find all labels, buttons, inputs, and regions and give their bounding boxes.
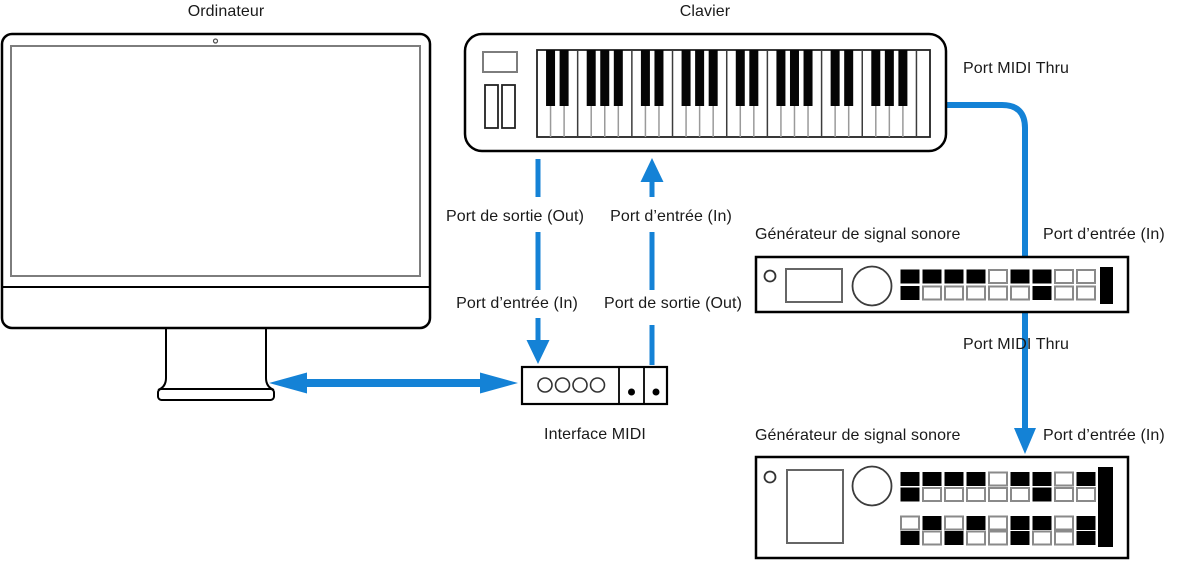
jack-dot-icon [628, 388, 635, 396]
key-bed [536, 49, 931, 138]
computer-screen [10, 45, 421, 277]
computer-stand [265, 329, 275, 391]
mod-wheel [501, 84, 516, 129]
arrowhead-right-icon [480, 372, 518, 394]
jack-dot-icon [652, 388, 660, 396]
generator-2-display [786, 469, 844, 544]
keyboard-display [482, 51, 518, 73]
arrowhead-left-icon [269, 372, 307, 394]
midi-interface-illustration [520, 365, 669, 406]
interface-port-circles [537, 377, 606, 393]
computer-stand-base [157, 388, 275, 401]
port-out-label-bottom: Port de sortie (Out) [603, 295, 743, 312]
midi-thru-cable-generator1-to-generator2 [1014, 313, 1036, 454]
cable-keyboard-out-to-interface-in [526, 159, 550, 364]
generator-2-slider [1098, 467, 1113, 547]
port-out-label-top: Port de sortie (Out) [445, 208, 585, 225]
generator-2-port-in-label: Port d’entrée (In) [1043, 427, 1165, 444]
midi-thru-cable-keyboard-to-generator1 [945, 102, 1028, 256]
led-icon [763, 470, 777, 484]
sound-generator-1-label: Générateur de signal sonore [755, 226, 961, 243]
port-in-label-bottom: Port d’entrée (In) [456, 295, 578, 312]
sound-generator-1-illustration [754, 255, 1130, 314]
port-in-label-top: Port d’entrée (In) [610, 208, 732, 225]
arrowhead-down-icon [526, 340, 550, 364]
arrowhead-up-icon [640, 158, 664, 182]
arrowhead-down-icon [1014, 428, 1036, 454]
knob-icon [851, 465, 893, 507]
computer-stand [157, 329, 167, 391]
cable-interface-out-to-keyboard-in [640, 158, 664, 365]
knob-icon [851, 265, 893, 307]
computer-label: Ordinateur [187, 3, 265, 20]
port-midi-thru-label-2: Port MIDI Thru [963, 336, 1070, 353]
sound-generator-2-label: Générateur de signal sonore [755, 427, 961, 444]
port-midi-thru-label-1: Port MIDI Thru [963, 60, 1070, 77]
computer-illustration [0, 32, 432, 401]
keyboard-illustration [463, 32, 948, 153]
generator-2-buttons-top [900, 471, 1096, 502]
generator-1-buttons [900, 269, 1096, 301]
generator-1-port-in-label: Port d’entrée (In) [1043, 226, 1165, 243]
keyboard-label: Clavier [679, 3, 731, 20]
keyboard-keys [546, 50, 918, 137]
generator-1-display [785, 268, 843, 303]
generator-1-slider [1100, 267, 1113, 304]
led-icon [763, 269, 777, 283]
pitch-wheel [484, 84, 499, 129]
sound-generator-2-illustration [754, 455, 1130, 560]
midi-interface-label: Interface MIDI [544, 426, 646, 443]
bidirectional-link-computer-interface [269, 372, 518, 394]
generator-2-buttons-bottom [900, 515, 1096, 546]
camera-dot-icon [212, 38, 219, 44]
